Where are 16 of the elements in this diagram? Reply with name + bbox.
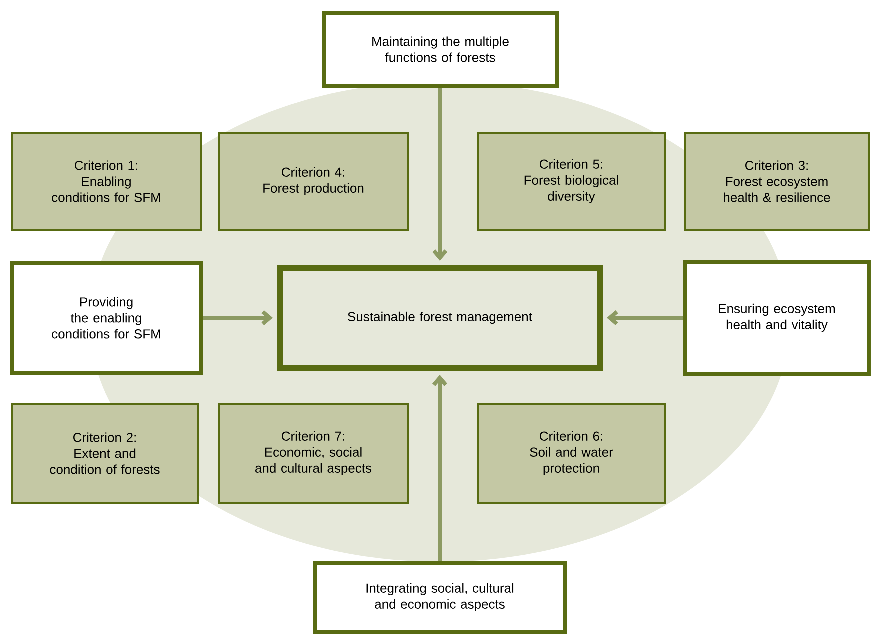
- goal-box: Ensuring ecosystem health and vitality: [683, 260, 871, 376]
- arrow: [607, 310, 683, 326]
- central-box: Sustainable forest management: [277, 265, 603, 371]
- goal-box: Integrating social, cultural and economic aspects: [313, 560, 567, 634]
- arrow: [432, 374, 448, 561]
- criterion-box: Criterion 6: Soil and water protection: [477, 402, 666, 504]
- criterion-box: Criterion 7: Economic, social and cultural aspects: [218, 402, 409, 504]
- criterion-box: Criterion 2: Extent and condition of forests: [11, 402, 199, 504]
- criterion-box: Criterion 1: Enabling conditions for SFM: [11, 132, 202, 231]
- arrow: [432, 88, 448, 261]
- arrow: [203, 310, 273, 326]
- goal-box: Maintaining the multiple functions of forests: [322, 11, 559, 88]
- criterion-box: Criterion 3: Forest ecosystem health & resilience: [684, 132, 870, 231]
- criterion-box: Criterion 4: Forest production: [218, 132, 409, 231]
- criterion-box: Criterion 5: Forest biological diversity: [477, 132, 666, 231]
- goal-box: Providing the enabling conditions for SFM: [10, 261, 203, 375]
